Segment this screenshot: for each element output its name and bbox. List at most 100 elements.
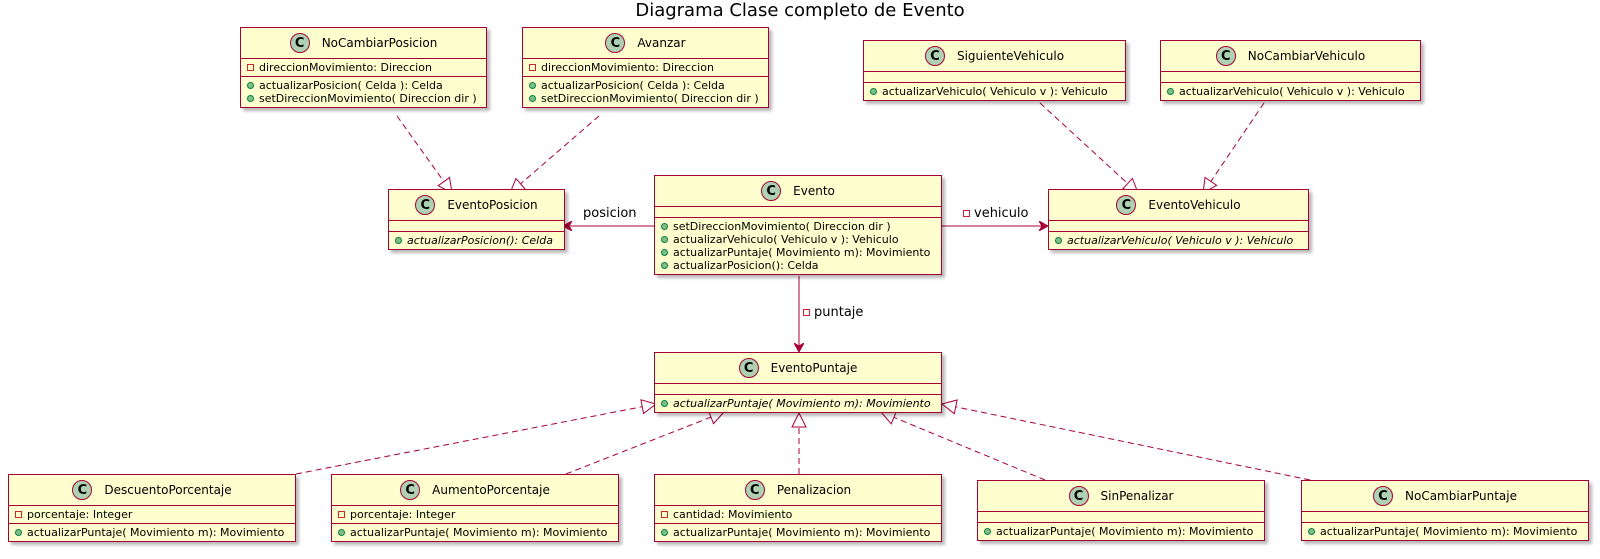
- class-penalizacion[interactable]: C Penalizacion cantidad: Movimiento actuali…: [654, 474, 942, 542]
- class-methods: actualizarPosicion(): Celda: [389, 231, 564, 249]
- class-attributes: [655, 206, 941, 217]
- class-siguientevehiculo[interactable]: C SiguienteVehiculo actualizarVehiculo( Ve…: [863, 40, 1126, 101]
- class-name: SiguienteVehiculo: [956, 49, 1065, 63]
- private-marker-icon: [338, 511, 345, 518]
- class-name: Avanzar: [637, 36, 686, 50]
- method-row: actualizarPuntaje( Movimiento m): Movimi…: [984, 525, 1258, 538]
- public-marker-icon: [1308, 528, 1315, 535]
- method-row: setDireccionMovimiento( Direccion dir ): [247, 92, 480, 105]
- class-methods: actualizarPuntaje( Movimiento m): Movimi…: [332, 523, 618, 541]
- private-marker-icon: [661, 511, 668, 518]
- method-row: actualizarPuntaje( Movimiento m): Movimi…: [661, 526, 935, 539]
- public-marker-icon: [395, 237, 402, 244]
- class-stereotype-icon: C: [72, 480, 93, 500]
- public-marker-icon: [1167, 88, 1174, 95]
- private-marker-icon: [247, 64, 254, 71]
- class-methods: actualizarPuntaje( Movimiento m): Movimi…: [978, 522, 1264, 540]
- class-name: DescuentoPorcentaje: [104, 483, 232, 497]
- class-stereotype-icon: C: [1068, 486, 1089, 506]
- realization-nocambiarpuntaje-eventopuntaje: [942, 404, 1311, 481]
- association-label-posicion: posicion: [583, 206, 637, 221]
- class-methods: actualizarPuntaje( Movimiento m): Movimi…: [655, 394, 941, 412]
- method-row: actualizarVehiculo( Vehiculo v ): Vehicu…: [661, 233, 935, 246]
- class-name: EventoPuntaje: [770, 361, 858, 375]
- attribute-text: porcentaje: Integer: [27, 508, 133, 521]
- class-header: C DescuentoPorcentaje: [9, 475, 295, 505]
- method-text: actualizarPuntaje( Movimiento m): Movimi…: [673, 397, 931, 410]
- class-avanzar[interactable]: C Avanzar direccionMovimiento: Direccion ac…: [522, 27, 769, 108]
- class-header: C NoCambiarPuntaje: [1302, 481, 1588, 511]
- realization-siguientevehiculo-eventovehiculo: [1039, 102, 1138, 193]
- class-methods: actualizarVehiculo( Vehiculo v ): Vehicu…: [864, 82, 1125, 100]
- class-name: EventoVehiculo: [1148, 198, 1241, 212]
- class-stereotype-icon: C: [744, 480, 765, 500]
- attribute-text: direccionMovimiento: Direccion: [259, 61, 432, 74]
- realization-nocambiarposicion-eventoposicion: [396, 115, 452, 193]
- attribute-text: porcentaje: Integer: [350, 508, 456, 521]
- realization-descuentoporcentaje-eventopuntaje: [295, 404, 656, 475]
- class-header: C Avanzar: [523, 28, 768, 58]
- class-attributes: [978, 511, 1264, 522]
- class-name: Penalizacion: [776, 483, 852, 497]
- method-row: setDireccionMovimiento( Direccion dir ): [529, 92, 762, 105]
- public-marker-icon: [984, 528, 991, 535]
- class-methods: actualizarVehiculo( Vehiculo v ): Vehicu…: [1161, 82, 1420, 100]
- class-methods: actualizarVehiculo( Vehiculo v ): Vehicu…: [1049, 231, 1308, 249]
- public-marker-icon: [870, 88, 877, 95]
- class-stereotype-icon: C: [1373, 486, 1393, 506]
- class-stereotype-icon: C: [761, 181, 782, 201]
- public-marker-icon: [15, 529, 22, 536]
- method-text: actualizarVehiculo( Vehiculo v ): Vehicu…: [882, 85, 1108, 98]
- private-marker-icon: [529, 64, 536, 71]
- public-marker-icon: [1055, 237, 1062, 244]
- class-attributes: [1161, 71, 1420, 82]
- attribute-text: cantidad: Movimiento: [673, 508, 793, 521]
- method-text: actualizarPosicion( Celda ): Celda: [541, 79, 725, 92]
- public-marker-icon: [661, 223, 668, 230]
- private-marker-icon: [15, 511, 22, 518]
- method-row: actualizarPosicion(): Celda: [395, 234, 558, 247]
- class-stereotype-icon: C: [289, 33, 310, 53]
- attribute-row: direccionMovimiento: Direccion: [529, 61, 762, 74]
- method-text: actualizarPuntaje( Movimiento m): Movimi…: [996, 525, 1254, 538]
- public-marker-icon: [661, 236, 668, 243]
- attribute-row: porcentaje: Integer: [15, 508, 289, 521]
- class-stereotype-icon: C: [1215, 46, 1236, 66]
- method-row: actualizarVehiculo( Vehiculo v ): Vehicu…: [1167, 85, 1414, 98]
- class-name: NoCambiarPuntaje: [1405, 489, 1517, 503]
- method-row: actualizarPuntaje( Movimiento m): Movimi…: [661, 246, 935, 259]
- public-marker-icon: [661, 262, 668, 269]
- method-row: actualizarPosicion( Celda ): Celda: [529, 79, 762, 92]
- public-marker-icon: [661, 249, 668, 256]
- private-marker-icon: [803, 309, 810, 316]
- private-marker-icon: [963, 210, 970, 217]
- class-methods: setDireccionMovimiento( Direccion dir )a…: [655, 217, 941, 274]
- class-stereotype-icon: C: [924, 46, 945, 66]
- attribute-row: cantidad: Movimiento: [661, 508, 935, 521]
- public-marker-icon: [661, 400, 668, 407]
- class-attributes: direccionMovimiento: Direccion: [241, 58, 486, 76]
- class-attributes: direccionMovimiento: Direccion: [523, 58, 768, 76]
- diagram-title: Diagrama Clase completo de Evento: [635, 0, 965, 21]
- realization-avanzar-eventoposicion: [510, 115, 600, 193]
- method-text: setDireccionMovimiento( Direccion dir ): [541, 92, 759, 105]
- class-stereotype-icon: C: [605, 33, 626, 53]
